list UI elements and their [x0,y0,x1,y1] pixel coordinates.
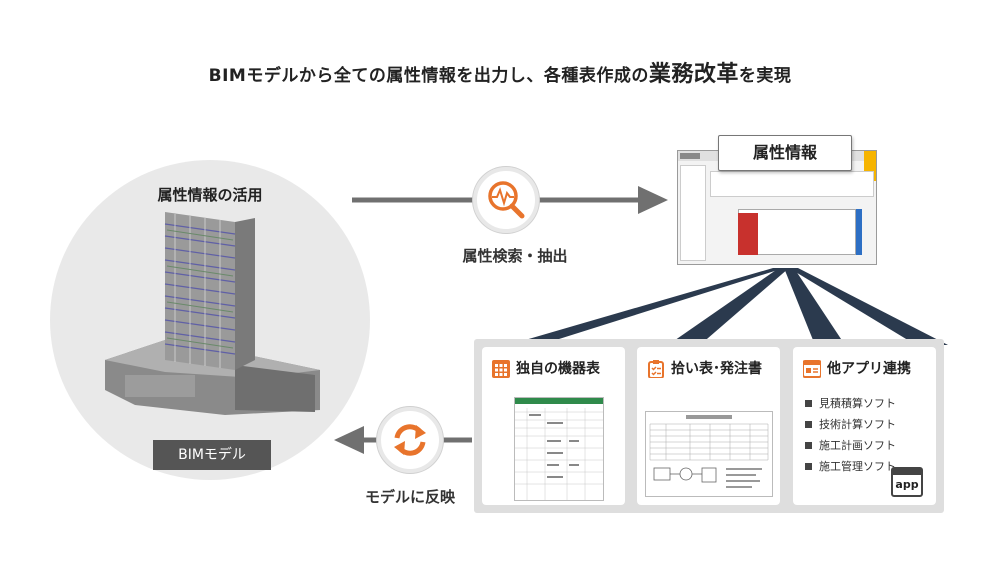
bim-model-badge: BIMモデル [153,440,271,470]
table-grid-icon [492,360,510,378]
app-badge-icon: app [891,467,923,497]
headline-prefix: BIMモデルから全ての属性情報を出力し、各種表作成の [208,66,649,86]
app-item-estimate: 見積積算ソフト [805,393,896,414]
window-title-chip [680,153,700,159]
app-item-engineering: 技術計算ソフト [805,414,896,435]
search-extract-icon-circle [473,167,539,233]
order-sheet-thumbnail-graphic [649,415,769,488]
card-app-integration: 他アプリ連携 見積積算ソフト 技術計算ソフト 施工計画ソフト 施工管理ソフト a… [793,347,936,505]
card-equipment-table: 独自の機器表 [482,347,625,505]
spreadsheet-thumbnail [514,397,604,501]
spreadsheet-thumbnail-graphic [515,398,603,500]
window-scrollbar [856,209,862,255]
output-panel: 独自の機器表 [474,339,944,513]
window-filter-panel [710,171,874,197]
card-title-takeoff: 拾い表･発注書 [671,361,762,377]
app-list: 見積積算ソフト 技術計算ソフト 施工計画ソフト 施工管理ソフト [805,393,896,477]
reflect-label: モデルに反映 [364,488,455,506]
card-title-app: 他アプリ連携 [827,361,911,377]
card-takeoff-order: 拾い表･発注書 [637,347,780,505]
reflect-icon-circle [377,407,443,473]
extract-label: 属性検索・抽出 [462,247,568,265]
app-window-icon [803,360,821,378]
headline-suffix: を実現 [738,66,792,86]
window-tree-pane [680,165,706,261]
circle-title: 属性情報の活用 [157,186,263,204]
attribute-info-tab: 属性情報 [718,135,852,171]
bim-building-illustration [105,212,320,415]
card-title-equipment: 独自の機器表 [516,361,600,377]
app-badge-bar [893,469,921,475]
order-sheet-thumbnail [645,411,773,497]
extract-arrow-head [638,186,668,214]
magnifier-pulse-icon [488,181,525,219]
bim-circle: 属性情報の活用 BIMモデル [50,160,370,480]
window-highlight-column [738,213,758,255]
app-badge-text: app [895,478,919,491]
sync-arrows-icon [394,424,426,456]
app-item-management: 施工管理ソフト [805,456,896,477]
app-item-planning: 施工計画ソフト [805,435,896,456]
headline: BIMモデルから全ての属性情報を出力し、各種表作成の業務改革を実現 [0,56,1000,88]
reflect-arrow-head [334,426,364,454]
clipboard-checklist-icon [648,360,664,378]
headline-highlight: 業務改革 [648,62,739,87]
